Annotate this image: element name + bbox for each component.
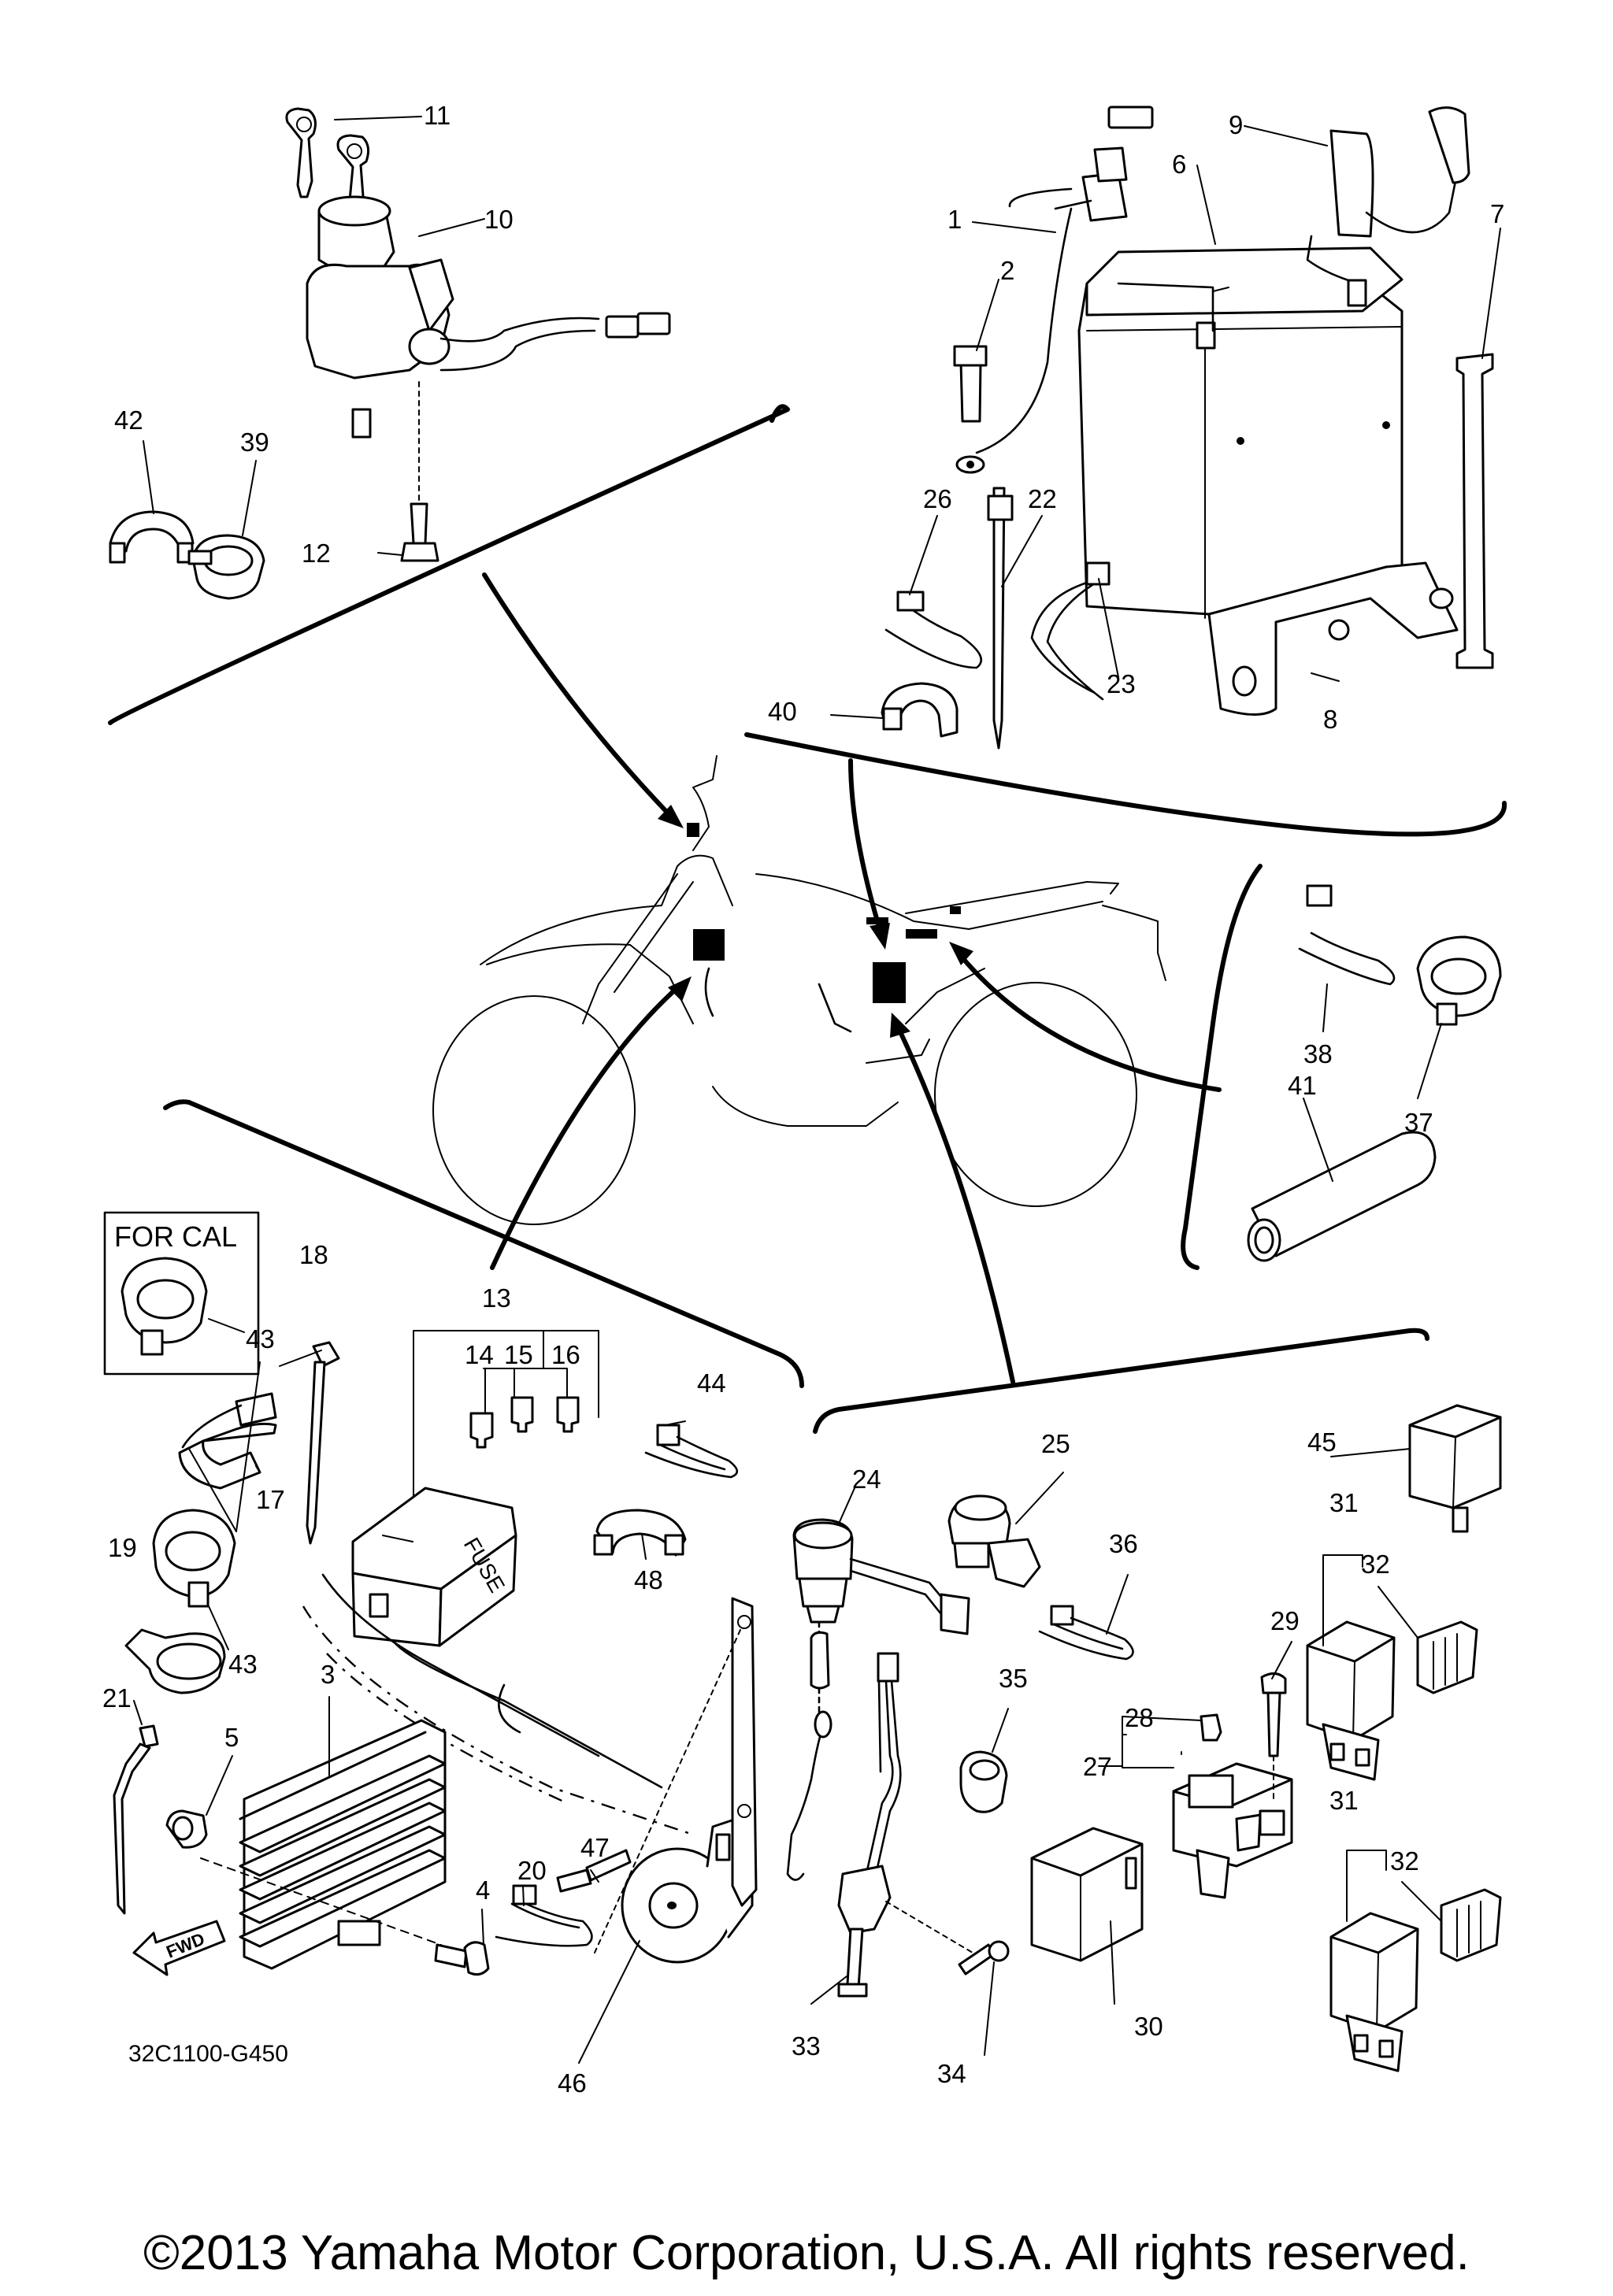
- callout-21: 21: [102, 1683, 132, 1713]
- clip-band-17: [178, 1392, 277, 1490]
- callout-2: 2: [1000, 256, 1014, 285]
- callout-46: 46: [558, 2068, 587, 2098]
- clamp-band-tube: [1247, 884, 1502, 1262]
- callout-43-lower: 43: [228, 1650, 258, 1679]
- callout-8: 8: [1323, 705, 1337, 734]
- callout-7: 7: [1490, 199, 1504, 228]
- callout-37: 37: [1404, 1108, 1433, 1137]
- starter-relay-27: [1172, 1672, 1293, 1899]
- callout-16: 16: [551, 1340, 580, 1369]
- callout-22: 22: [1028, 484, 1057, 513]
- callout-34: 34: [937, 2059, 966, 2088]
- callout-10: 10: [484, 205, 514, 234]
- callout-38: 38: [1303, 1039, 1333, 1068]
- holder-25: [947, 1494, 1041, 1588]
- callout-19: 19: [108, 1533, 137, 1562]
- callout-4: 4: [476, 1876, 490, 1905]
- callout-32-lower: 32: [1390, 1846, 1419, 1876]
- callout-15: 15: [504, 1340, 533, 1369]
- callout-6: 6: [1172, 150, 1186, 179]
- callout-14: 14: [465, 1340, 494, 1369]
- bolts-4-5: [165, 1809, 490, 1976]
- callout-26: 26: [923, 484, 952, 513]
- relay-45: [1408, 1404, 1502, 1533]
- clamps-42-39: [109, 510, 265, 600]
- band-36: [1038, 1605, 1134, 1661]
- group-brackets: [108, 404, 1507, 1434]
- callout-31-upper: 31: [1329, 1488, 1359, 1517]
- clamp-19: [124, 1628, 226, 1694]
- starter-switch-24: [786, 1518, 970, 1881]
- main-switch-assembly: [285, 107, 671, 562]
- drawing-code: 32C1100-G450: [128, 2041, 288, 2067]
- pointer-arrows: [482, 572, 1222, 1384]
- callout-43-upper: 43: [246, 1324, 275, 1354]
- callout-1: 1: [947, 205, 962, 234]
- callout-29: 29: [1270, 1606, 1300, 1635]
- band-44-clamp-48: [593, 1424, 739, 1557]
- callout-numbers: 1 2 3 4 5 6 7 8 9 10 11 12 13 14 15 16 1…: [102, 101, 1504, 2098]
- fuse-box: FUSE: [351, 1487, 517, 1647]
- fwd-arrow: FWD: [132, 1920, 226, 1976]
- callout-33: 33: [792, 2031, 821, 2061]
- callout-41: 41: [1288, 1071, 1317, 1100]
- callout-3: 3: [321, 1660, 335, 1689]
- relay-31-upper: [1306, 1620, 1478, 1781]
- for-cal-label: FOR CAL: [114, 1220, 237, 1253]
- callout-20: 20: [517, 1856, 547, 1885]
- callout-31-lower: 31: [1329, 1786, 1359, 1815]
- clamp-43-lower: [152, 1509, 236, 1608]
- callout-24: 24: [852, 1465, 881, 1494]
- cable-tie-18: [306, 1341, 340, 1545]
- cable-tie-21: [113, 1724, 159, 1915]
- clip-35: [959, 1750, 1008, 1813]
- callout-42: 42: [114, 406, 143, 435]
- callout-9: 9: [1229, 110, 1243, 139]
- battery-assembly: [953, 106, 1470, 619]
- motorcycle-silhouette: [432, 755, 1166, 1225]
- callout-35: 35: [999, 1664, 1028, 1693]
- screw-34: [958, 1940, 1010, 1976]
- callout-18: 18: [299, 1240, 328, 1269]
- callout-27: 27: [1083, 1752, 1112, 1781]
- band-20: [495, 1884, 593, 1947]
- horn: [556, 1597, 758, 1964]
- callout-13: 13: [482, 1283, 511, 1313]
- callout-23: 23: [1107, 669, 1136, 698]
- wire-harness: [302, 1573, 694, 1836]
- relay-31-lower: [1329, 1888, 1502, 2072]
- callout-32-upper: 32: [1361, 1550, 1390, 1579]
- callout-17: 17: [256, 1485, 285, 1514]
- callout-44: 44: [697, 1368, 726, 1398]
- bands-and-ties-top: [881, 487, 1111, 750]
- callout-11: 11: [424, 101, 451, 130]
- fuses-14-15-16: [469, 1396, 580, 1449]
- callout-47: 47: [580, 1833, 610, 1862]
- callout-48: 48: [634, 1565, 663, 1594]
- callout-12: 12: [302, 539, 331, 568]
- battery-bracket: [1207, 561, 1459, 716]
- leader-lines: [133, 116, 1501, 2064]
- callout-25: 25: [1041, 1429, 1070, 1458]
- rectifier-regulator: [200, 1719, 447, 1970]
- for-cal-box: [103, 1211, 260, 1376]
- callout-40: 40: [768, 697, 797, 726]
- copyright-footer: ©2013 Yamaha Motor Corporation, U.S.A. A…: [143, 2226, 1470, 2280]
- callout-45: 45: [1307, 1428, 1337, 1457]
- callout-28: 28: [1125, 1703, 1154, 1732]
- battery-band: [1455, 353, 1494, 669]
- callout-39: 39: [240, 428, 269, 457]
- sensor-33: [837, 1652, 973, 1998]
- relay-30: [1030, 1827, 1144, 1962]
- callout-5: 5: [224, 1723, 239, 1752]
- callout-36: 36: [1109, 1529, 1138, 1558]
- callout-30: 30: [1134, 2012, 1163, 2041]
